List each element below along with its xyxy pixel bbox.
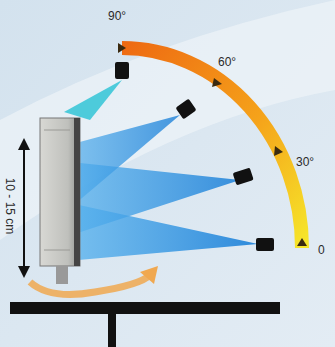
camera-beams — [50, 80, 258, 262]
angle-label: 0 — [318, 244, 325, 256]
angle-label: 30° — [296, 156, 314, 168]
device-edge — [74, 118, 80, 266]
rotation-arrowhead — [140, 266, 158, 284]
angle-label: 60° — [218, 56, 236, 68]
height-dimension — [18, 138, 30, 278]
angle-arc — [122, 48, 302, 248]
dimension-label: 10 - 15 cm — [4, 178, 16, 235]
turntable-base — [10, 302, 280, 314]
arc-markers — [118, 43, 307, 246]
base-post — [108, 314, 116, 347]
angle-label: 90° — [108, 10, 126, 22]
cameras — [115, 62, 274, 251]
device-ridges — [44, 130, 70, 250]
stand-post — [56, 266, 68, 284]
rotation-arrow — [30, 275, 150, 294]
scanned-device — [40, 118, 80, 266]
